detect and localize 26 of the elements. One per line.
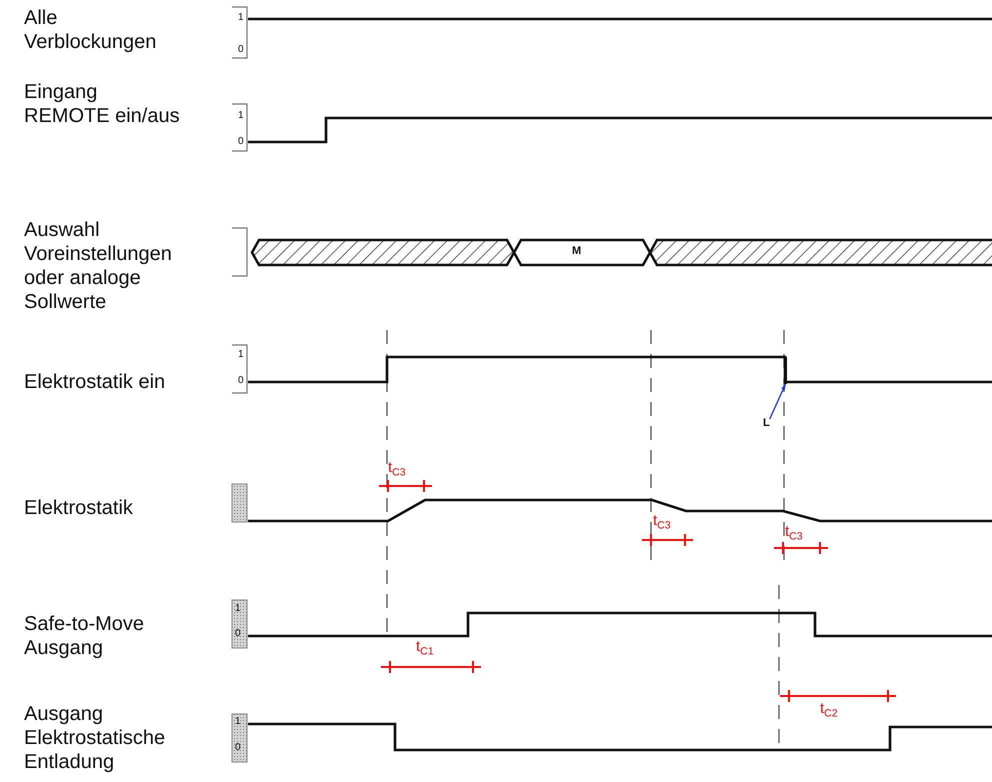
- level-label: 0: [235, 628, 241, 640]
- signal-name: Alle Verblockungen: [24, 6, 158, 54]
- level-label: 1: [238, 12, 244, 24]
- level-label: 1: [235, 716, 241, 728]
- signal-name: Ausgang Elektrostatische Entladung: [24, 702, 166, 774]
- signal-name: Eingang REMOTE ein/aus: [24, 80, 181, 128]
- level-label: 0: [238, 44, 244, 56]
- level-label: 1: [238, 349, 244, 361]
- timing-label: t$_{C3}$: [388, 459, 406, 480]
- callout-letter: L: [763, 418, 770, 429]
- signal-name: Elektrostatik ein: [24, 370, 166, 394]
- signal-name: Elektrostatik: [24, 496, 134, 520]
- level-label: 0: [238, 375, 244, 387]
- leader-line: [769, 383, 786, 420]
- signal-name: Auswahl Voreinstellungen oder analoge Sollwerte: [24, 218, 173, 314]
- level-label: 0: [235, 742, 241, 754]
- signal-name: Safe-to-Move Ausgang: [24, 612, 146, 660]
- level-label: 1: [235, 603, 241, 615]
- bus-value: M: [572, 245, 582, 258]
- level-label: 1: [238, 110, 244, 122]
- level-label: 0: [238, 136, 244, 148]
- falling-edge: [784, 357, 787, 384]
- timing-label: t$_{C2}$: [820, 700, 838, 720]
- timing-label: t$_{C3}$: [785, 523, 803, 544]
- timing-label: t$_{C3}$: [653, 512, 671, 532]
- timing-label: t$_{C1}$: [416, 638, 434, 658]
